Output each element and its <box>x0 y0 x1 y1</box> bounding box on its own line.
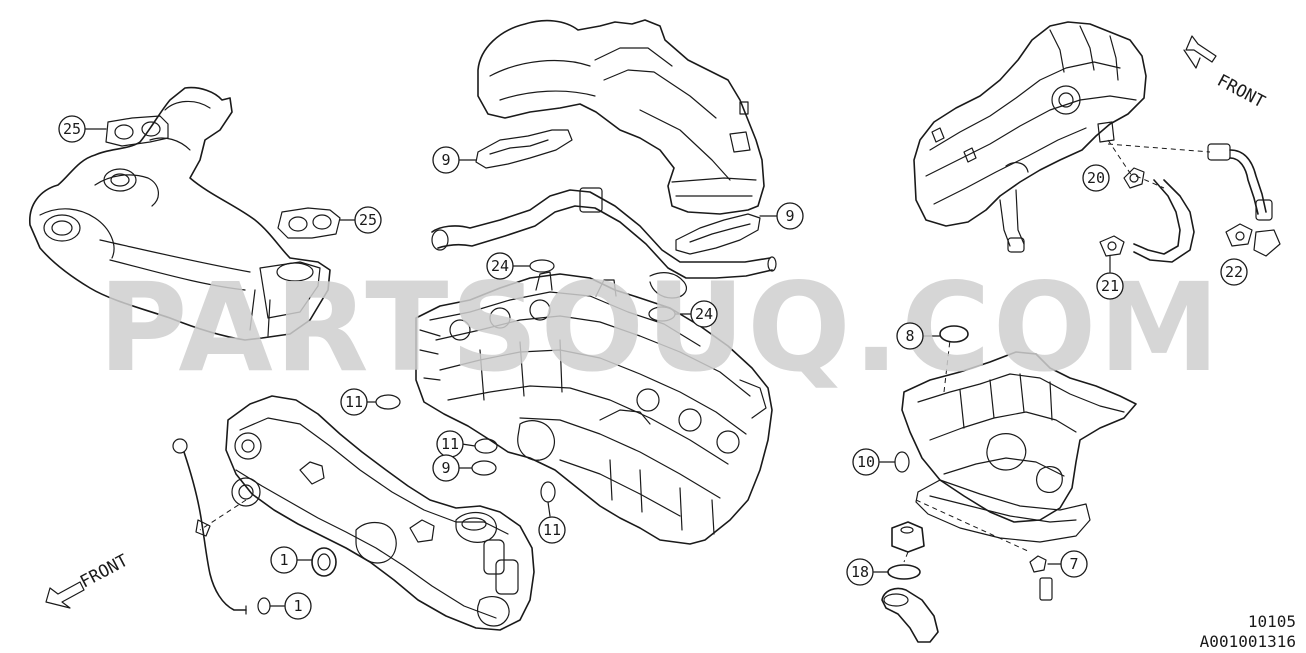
svg-text:21: 21 <box>1101 277 1119 295</box>
svg-text:1: 1 <box>279 551 288 569</box>
oil-seal-1-a <box>295 547 337 577</box>
svg-text:9: 9 <box>785 207 794 225</box>
o-ring-8 <box>923 325 969 343</box>
callout-20: 20 <box>1082 164 1110 192</box>
svg-text:1: 1 <box>293 597 302 615</box>
callout-25-lower: 25 <box>354 206 382 234</box>
callout-8: 8 <box>896 322 924 350</box>
callout-9-center: 9 <box>432 454 460 482</box>
svg-text:25: 25 <box>359 211 377 229</box>
callout-24-lower: 24 <box>690 300 718 328</box>
svg-text:11: 11 <box>441 435 459 453</box>
front-arrow-bottom-left: FRONT <box>45 551 132 609</box>
svg-text:25: 25 <box>63 120 81 138</box>
svg-text:9: 9 <box>441 151 450 169</box>
callout-9-upper-left: 9 <box>432 146 460 174</box>
oil-filter-pipe <box>881 587 939 643</box>
gasket-21 <box>1099 235 1125 273</box>
intake-gasket-right <box>675 213 779 255</box>
o-ring-11-c <box>540 481 556 517</box>
callout-18: 18 <box>846 558 874 586</box>
o-ring-24-lower <box>648 306 693 322</box>
oil-pan-assembly <box>901 339 1137 553</box>
intake-manifold-center <box>477 19 765 215</box>
callout-11-b: 11 <box>436 430 464 458</box>
svg-text:22: 22 <box>1225 263 1243 281</box>
callout-1-a: 1 <box>270 546 298 574</box>
front-label-bottom: FRONT <box>77 551 132 593</box>
svg-text:20: 20 <box>1087 169 1105 187</box>
pcv-hose-assembly <box>1107 139 1273 263</box>
drain-plug-7 <box>1029 555 1063 601</box>
callout-10: 10 <box>852 448 880 476</box>
svg-text:11: 11 <box>345 393 363 411</box>
group-code: 10105 <box>1247 612 1296 631</box>
watermark-text: PARTSOUQ.COM <box>98 257 1222 399</box>
callout-22: 22 <box>1220 258 1248 286</box>
callout-11-c: 11 <box>538 516 566 544</box>
o-ring-9-center <box>457 460 497 476</box>
callout-1-b: 1 <box>284 592 312 620</box>
callout-21: 21 <box>1096 272 1124 300</box>
exhaust-manifold <box>29 86 331 341</box>
front-label-top: FRONT <box>1214 71 1269 113</box>
front-timing-cover <box>199 395 535 631</box>
svg-text:9: 9 <box>441 459 450 477</box>
callout-25-upper: 25 <box>58 115 86 143</box>
oil-filter-connector <box>891 521 925 563</box>
svg-text:11: 11 <box>543 521 561 539</box>
gasket-22 <box>1225 223 1281 257</box>
callout-24-upper: 24 <box>486 252 514 280</box>
svg-text:7: 7 <box>1069 555 1078 573</box>
exhaust-gasket-upper <box>84 115 169 147</box>
o-ring-18 <box>873 564 921 580</box>
svg-text:18: 18 <box>851 563 869 581</box>
coolant-pipe <box>431 187 777 299</box>
gasket-20 <box>1123 167 1145 189</box>
exhaust-gasket-lower <box>277 207 357 239</box>
svg-text:8: 8 <box>905 327 914 345</box>
oil-level-gauge <box>172 438 247 615</box>
svg-text:24: 24 <box>695 305 713 323</box>
svg-text:10: 10 <box>857 453 875 471</box>
illustration-code: A001001316 <box>1199 632 1296 651</box>
o-ring-11-b <box>461 438 498 454</box>
o-ring-11-a <box>365 394 401 410</box>
o-ring-24-upper <box>511 259 555 273</box>
o-ring-1-b <box>257 597 285 615</box>
front-arrow-top-right: FRONT <box>1183 35 1269 113</box>
o-ring-10 <box>879 451 910 473</box>
callout-11-a: 11 <box>340 388 368 416</box>
svg-text:24: 24 <box>491 257 509 275</box>
intake-gasket-left <box>457 129 573 169</box>
intake-manifold-right <box>913 21 1211 253</box>
callout-9-upper-right: 9 <box>776 202 804 230</box>
callout-7: 7 <box>1060 550 1088 578</box>
cylinder-head-assembly <box>415 271 773 545</box>
